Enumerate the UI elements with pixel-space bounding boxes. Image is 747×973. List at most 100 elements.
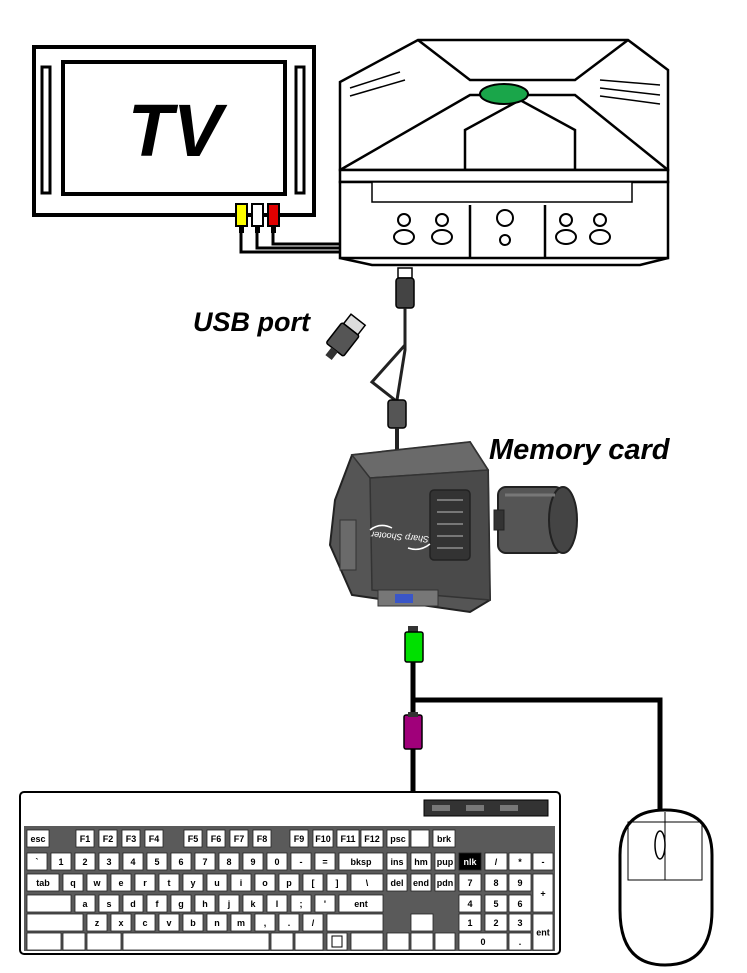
keyboard-key-label: - xyxy=(300,857,303,867)
keyboard-key-label: v xyxy=(166,918,171,928)
keyboard-key-label: [ xyxy=(312,878,315,888)
keyboard-key-label: s xyxy=(106,899,111,909)
keyboard-key xyxy=(484,852,508,871)
keyboard-key-label: ins xyxy=(390,857,403,867)
keyboard-key xyxy=(458,894,482,913)
keyboard-key-label: + xyxy=(540,889,545,899)
keyboard-key xyxy=(532,913,554,951)
keyboard-key-label: / xyxy=(312,918,315,928)
keyboard-key-label: z xyxy=(95,918,100,928)
keyboard-key xyxy=(229,829,249,848)
keyboard-key-label: . xyxy=(519,937,522,947)
keyboard-key xyxy=(508,852,532,871)
rca-red-plug xyxy=(267,203,280,227)
keyboard-key xyxy=(74,852,96,871)
green-plug-icon xyxy=(404,631,424,663)
keyboard-key xyxy=(230,873,252,892)
keyboard-key-label: del xyxy=(390,878,403,888)
av-cable xyxy=(239,232,342,254)
keyboard-key xyxy=(386,873,408,892)
keyboard-key xyxy=(484,894,508,913)
keyboard-key-label: F11 xyxy=(340,834,355,844)
keyboard-key-label: F8 xyxy=(257,834,268,844)
keyboard-key xyxy=(26,852,48,871)
keyboard-key-label: g xyxy=(178,899,184,909)
keyboard-key xyxy=(350,873,384,892)
adapter-output-cable xyxy=(403,626,663,812)
keyboard-key xyxy=(158,873,180,892)
keyboard-key xyxy=(312,829,334,848)
keyboard-key-label: 0 xyxy=(274,857,279,867)
keyboard-key-label: 1 xyxy=(467,918,472,928)
keyboard-key-blank xyxy=(326,913,384,932)
keyboard-key xyxy=(170,894,192,913)
keyboard-key-label: end xyxy=(413,878,429,888)
keyboard-key xyxy=(230,913,252,932)
keyboard-key-label: 7 xyxy=(467,878,472,888)
keyboard-key-label: ` xyxy=(36,857,39,867)
keyboard-key-blank xyxy=(26,913,84,932)
keyboard-key xyxy=(86,873,108,892)
keyboard-key-blank xyxy=(26,932,62,951)
keyboard-key-blank xyxy=(270,932,294,951)
keyboard-key xyxy=(206,913,228,932)
keyboard-key xyxy=(410,852,432,871)
keyboard-key-label: 6 xyxy=(178,857,183,867)
keyboard-key xyxy=(289,829,309,848)
keyboard-key xyxy=(290,852,312,871)
keyboard-key xyxy=(458,913,482,932)
keyboard-key-label: 6 xyxy=(517,899,522,909)
keyboard-key-label: r xyxy=(143,878,147,888)
keyboard-key-label: 0 xyxy=(480,937,485,947)
keyboard-key xyxy=(170,852,192,871)
keyboard-key-label: x xyxy=(118,918,123,928)
keyboard-key xyxy=(458,932,508,951)
keyboard-key-label: ] xyxy=(336,878,339,888)
keyboard-key-blank xyxy=(62,932,86,951)
keyboard-key-label: F7 xyxy=(234,834,245,844)
keyboard-key xyxy=(86,913,108,932)
keyboard-key-label: tab xyxy=(36,878,50,888)
keyboard-key-label: F5 xyxy=(188,834,199,844)
keyboard-key-label: o xyxy=(262,878,268,888)
rca-plugs-icon xyxy=(235,203,280,233)
rca-yellow-plug xyxy=(235,203,248,227)
keyboard-key-label: 2 xyxy=(82,857,87,867)
keyboard-key xyxy=(26,829,50,848)
keyboard-key-label: 3 xyxy=(106,857,111,867)
keyboard-key-label: 8 xyxy=(493,878,498,888)
keyboard-key-label: F4 xyxy=(149,834,160,844)
keyboard-key xyxy=(432,829,456,848)
keyboard-key xyxy=(252,829,272,848)
keyboard-key-label: 8 xyxy=(226,857,231,867)
keyboard-key-label: h xyxy=(202,899,208,909)
keyboard-key-label: = xyxy=(322,857,327,867)
adapter-icon: Sharp Shooter xyxy=(328,440,492,614)
keyboard-key xyxy=(532,852,554,871)
keyboard-key xyxy=(314,852,336,871)
keyboard-key-label: n xyxy=(214,918,220,928)
keyboard-key-label: w xyxy=(92,878,101,888)
keyboard-key-blank xyxy=(294,932,324,951)
keyboard-key xyxy=(254,913,276,932)
keyboard-key-label: f xyxy=(156,899,160,909)
keyboard-key xyxy=(360,829,384,848)
keyboard-key xyxy=(278,913,300,932)
keyboard-key-label: ent xyxy=(536,928,550,938)
keyboard-key-label: j xyxy=(227,899,231,909)
keyboard-key-blank xyxy=(434,932,456,951)
keyboard-key xyxy=(410,873,432,892)
keyboard-key-label: F6 xyxy=(211,834,222,844)
keyboard-key xyxy=(266,852,288,871)
keyboard-key xyxy=(254,873,276,892)
keyboard-key xyxy=(98,894,120,913)
purple-plug-icon xyxy=(403,714,423,750)
keyboard-key-label: F10 xyxy=(315,834,331,844)
keyboard-key-label: psc xyxy=(390,834,406,844)
keyboard-key xyxy=(134,913,156,932)
keyboard-key-label: m xyxy=(237,918,245,928)
keyboard-key-label: e xyxy=(118,878,123,888)
keyboard-key xyxy=(182,913,204,932)
keyboard-key-label: 3 xyxy=(517,918,522,928)
usb-plug-icon xyxy=(325,313,367,361)
